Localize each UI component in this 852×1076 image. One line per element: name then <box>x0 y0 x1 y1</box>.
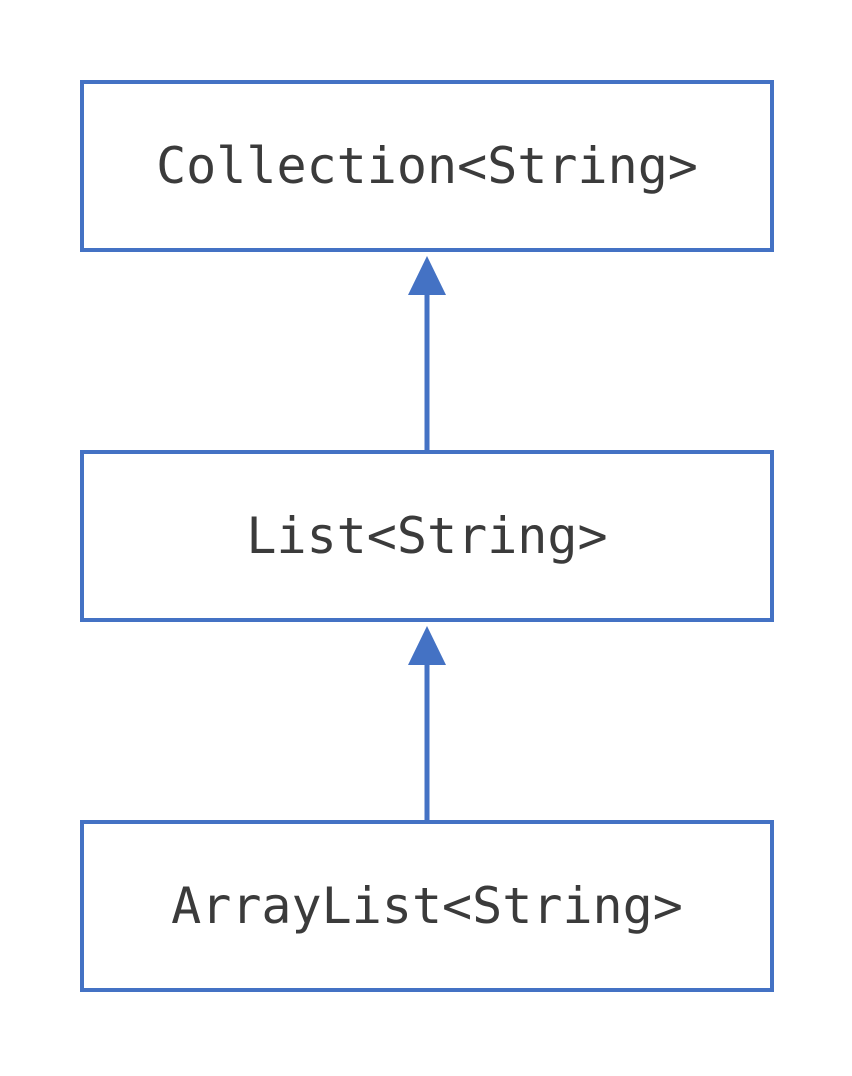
node-label-arraylist: ArrayList<String> <box>171 877 683 935</box>
node-label-collection: Collection<String> <box>156 137 698 195</box>
node-collection: Collection<String> <box>80 80 774 252</box>
arrowhead-up-icon <box>408 256 446 295</box>
node-list: List<String> <box>80 450 774 622</box>
arrowhead-up-icon <box>408 626 446 665</box>
node-arraylist: ArrayList<String> <box>80 820 774 992</box>
edge-list-to-collection <box>408 256 446 450</box>
node-label-list: List<String> <box>246 507 608 565</box>
edge-arraylist-to-list <box>408 626 446 820</box>
